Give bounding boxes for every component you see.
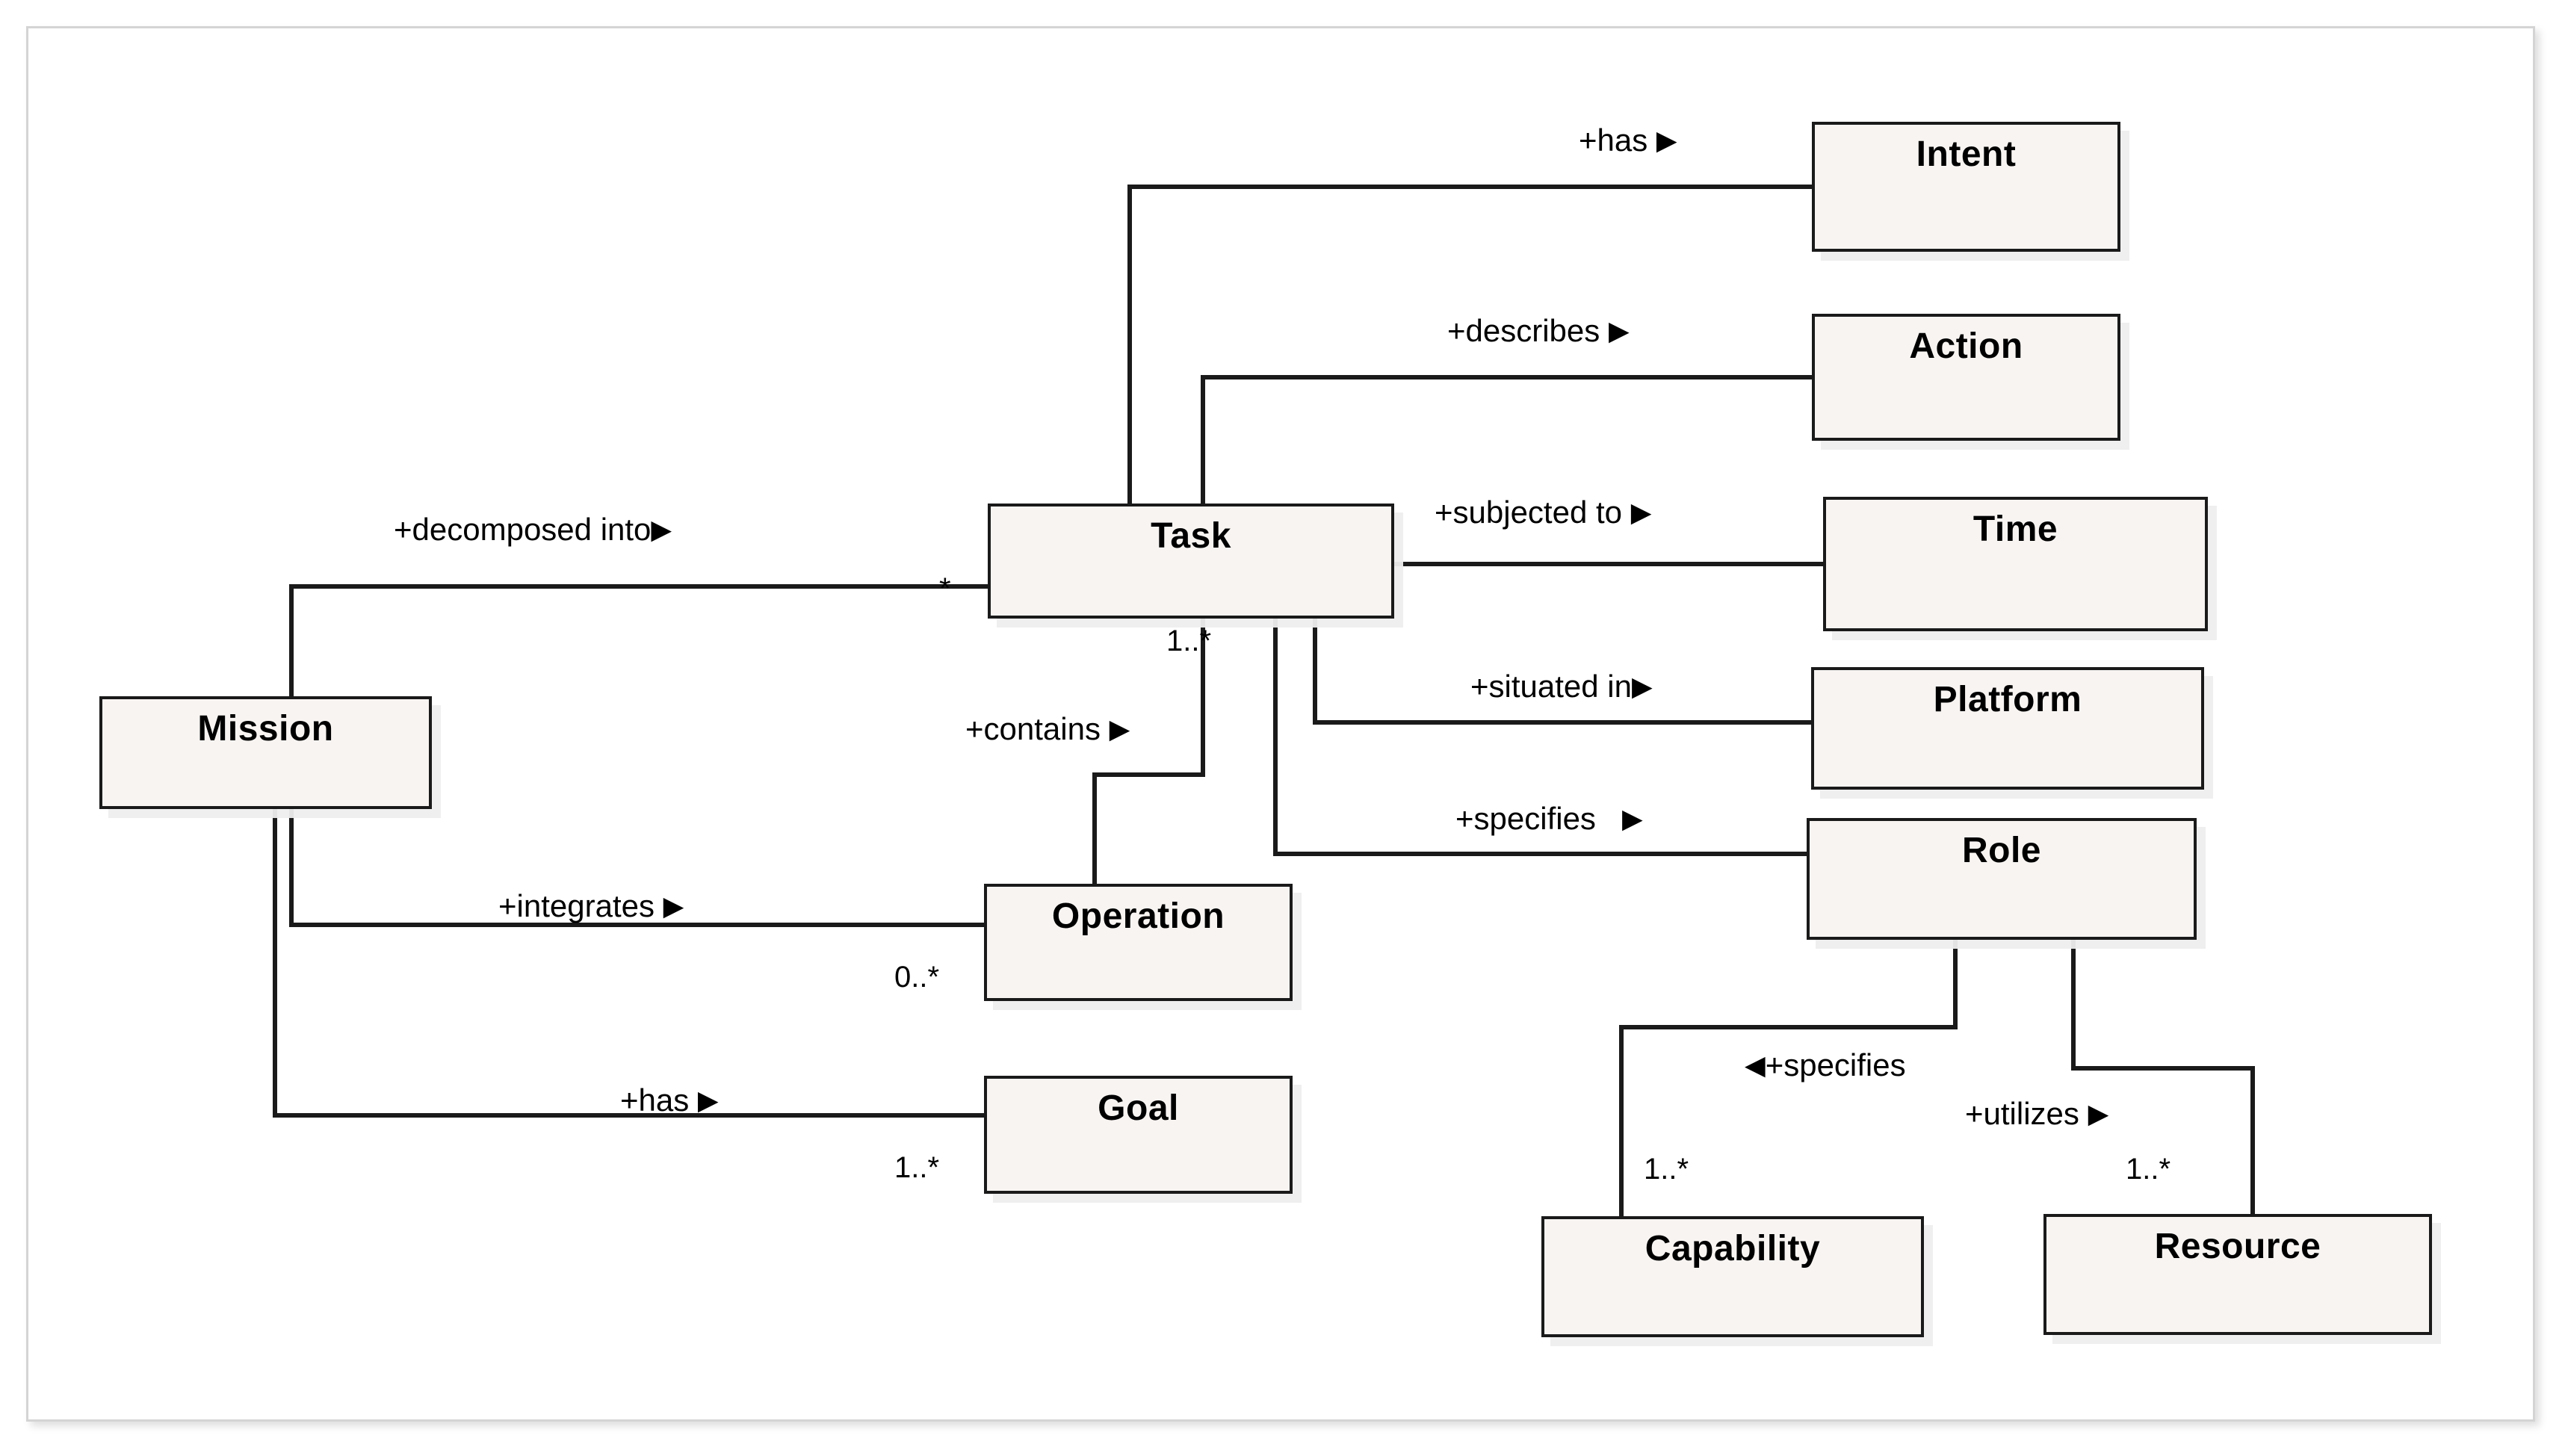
node-mission-label: Mission [197,709,334,749]
multiplicity-text: 1..* [894,1151,940,1184]
node-platform-label: Platform [1933,680,2082,719]
node-platform[interactable]: Platform [1811,667,2204,790]
multiplicity-text: 0..* [894,961,940,994]
connector-role-resource [2071,940,2255,1214]
multiplicity-text: 1..* [2126,1153,2171,1186]
edge-label-task-time-text: +subjected to [1435,495,1623,530]
connector-task-contains-operation [1092,619,1205,884]
edge-label-task-time: +subjected to ▶ [1435,497,1651,528]
multiplicity-role-capability: 1..* [1644,1154,1689,1184]
edge-label-mission-task: +decomposed into▶ [394,514,672,545]
multiplicity-task-contains: 1..* [1166,626,1211,656]
arrow-right-icon: ▶ [1656,125,1677,155]
edge-label-mission-task-text: +decomposed into [394,512,652,547]
arrow-right-icon: ▶ [1608,315,1630,346]
node-capability-label: Capability [1644,1229,1821,1268]
node-task[interactable]: Task [988,504,1394,619]
multiplicity-mission-task: * [939,574,951,604]
connector-role-capability [1619,940,1958,1216]
edge-label-mission-goal-text: +has [620,1082,690,1118]
node-action[interactable]: Action [1812,314,2120,441]
node-resource[interactable]: Resource [2043,1214,2432,1335]
edge-label-task-intent: +has ▶ [1579,125,1677,156]
edge-label-mission-operation: +integrates ▶ [498,890,684,922]
node-resource-label: Resource [2154,1227,2321,1266]
edge-label-task-platform: +situated in▶ [1470,671,1653,702]
node-role[interactable]: Role [1807,818,2197,940]
connector-task-role [1273,619,1807,856]
node-goal[interactable]: Goal [984,1076,1293,1194]
connector-mission-goal [273,809,984,1118]
node-action-label: Action [1909,326,2023,366]
edge-label-task-intent-text: +has [1579,123,1648,158]
multiplicity-text: 1..* [1644,1153,1689,1186]
arrow-left-icon: ◀ [1745,1050,1766,1080]
connector-mission-operation [289,809,984,927]
edge-label-task-action: +describes ▶ [1447,315,1630,347]
multiplicity-text: 1..* [1166,625,1212,657]
node-time-label: Time [1973,509,2058,549]
node-intent[interactable]: Intent [1812,122,2120,252]
connector-mission-task [289,584,988,696]
edge-label-task-role: +specifies ▶ [1455,803,1643,834]
arrow-right-icon: ▶ [651,514,672,545]
connector-task-action [1201,375,1812,504]
node-goal-label: Goal [1098,1088,1179,1128]
node-intent-label: Intent [1916,134,2017,174]
arrow-right-icon: ▶ [1630,497,1652,527]
edge-label-task-action-text: +describes [1447,313,1600,348]
edge-label-role-capability: ◀+specifies [1745,1050,1906,1081]
node-time[interactable]: Time [1823,497,2208,631]
node-capability[interactable]: Capability [1541,1216,1924,1337]
edge-label-task-platform-text: +situated in [1470,669,1632,704]
node-operation[interactable]: Operation [984,884,1293,1001]
edge-label-role-resource-text: +utilizes [1965,1096,2079,1131]
node-role-label: Role [1961,831,2041,870]
edge-label-task-contains-operation: +contains ▶ [965,713,1130,745]
arrow-right-icon: ▶ [697,1085,719,1115]
connector-task-intent [1127,185,1812,504]
multiplicity-mission-goal: 1..* [894,1153,939,1183]
multiplicity-role-resource: 1..* [2126,1154,2170,1184]
arrow-right-icon: ▶ [1632,671,1653,701]
edge-label-task-contains-operation-text: +contains [965,711,1101,746]
arrow-right-icon: ▶ [2088,1098,2109,1129]
arrow-right-icon: ▶ [1621,803,1643,834]
node-mission[interactable]: Mission [99,696,432,809]
node-operation-label: Operation [1051,896,1225,936]
multiplicity-mission-operation: 0..* [894,962,939,992]
edge-label-mission-goal: +has ▶ [620,1085,719,1116]
arrow-right-icon: ▶ [1109,713,1130,744]
edge-label-role-capability-text: +specifies [1765,1047,1906,1082]
node-task-label: Task [1151,516,1231,556]
connector-task-platform [1313,619,1811,725]
edge-label-task-role-text: +specifies [1455,801,1596,836]
edge-label-mission-operation-text: +integrates [498,888,655,923]
arrow-right-icon: ▶ [663,890,684,921]
edge-label-role-resource: +utilizes ▶ [1965,1098,2108,1130]
multiplicity-text: * [939,572,951,605]
